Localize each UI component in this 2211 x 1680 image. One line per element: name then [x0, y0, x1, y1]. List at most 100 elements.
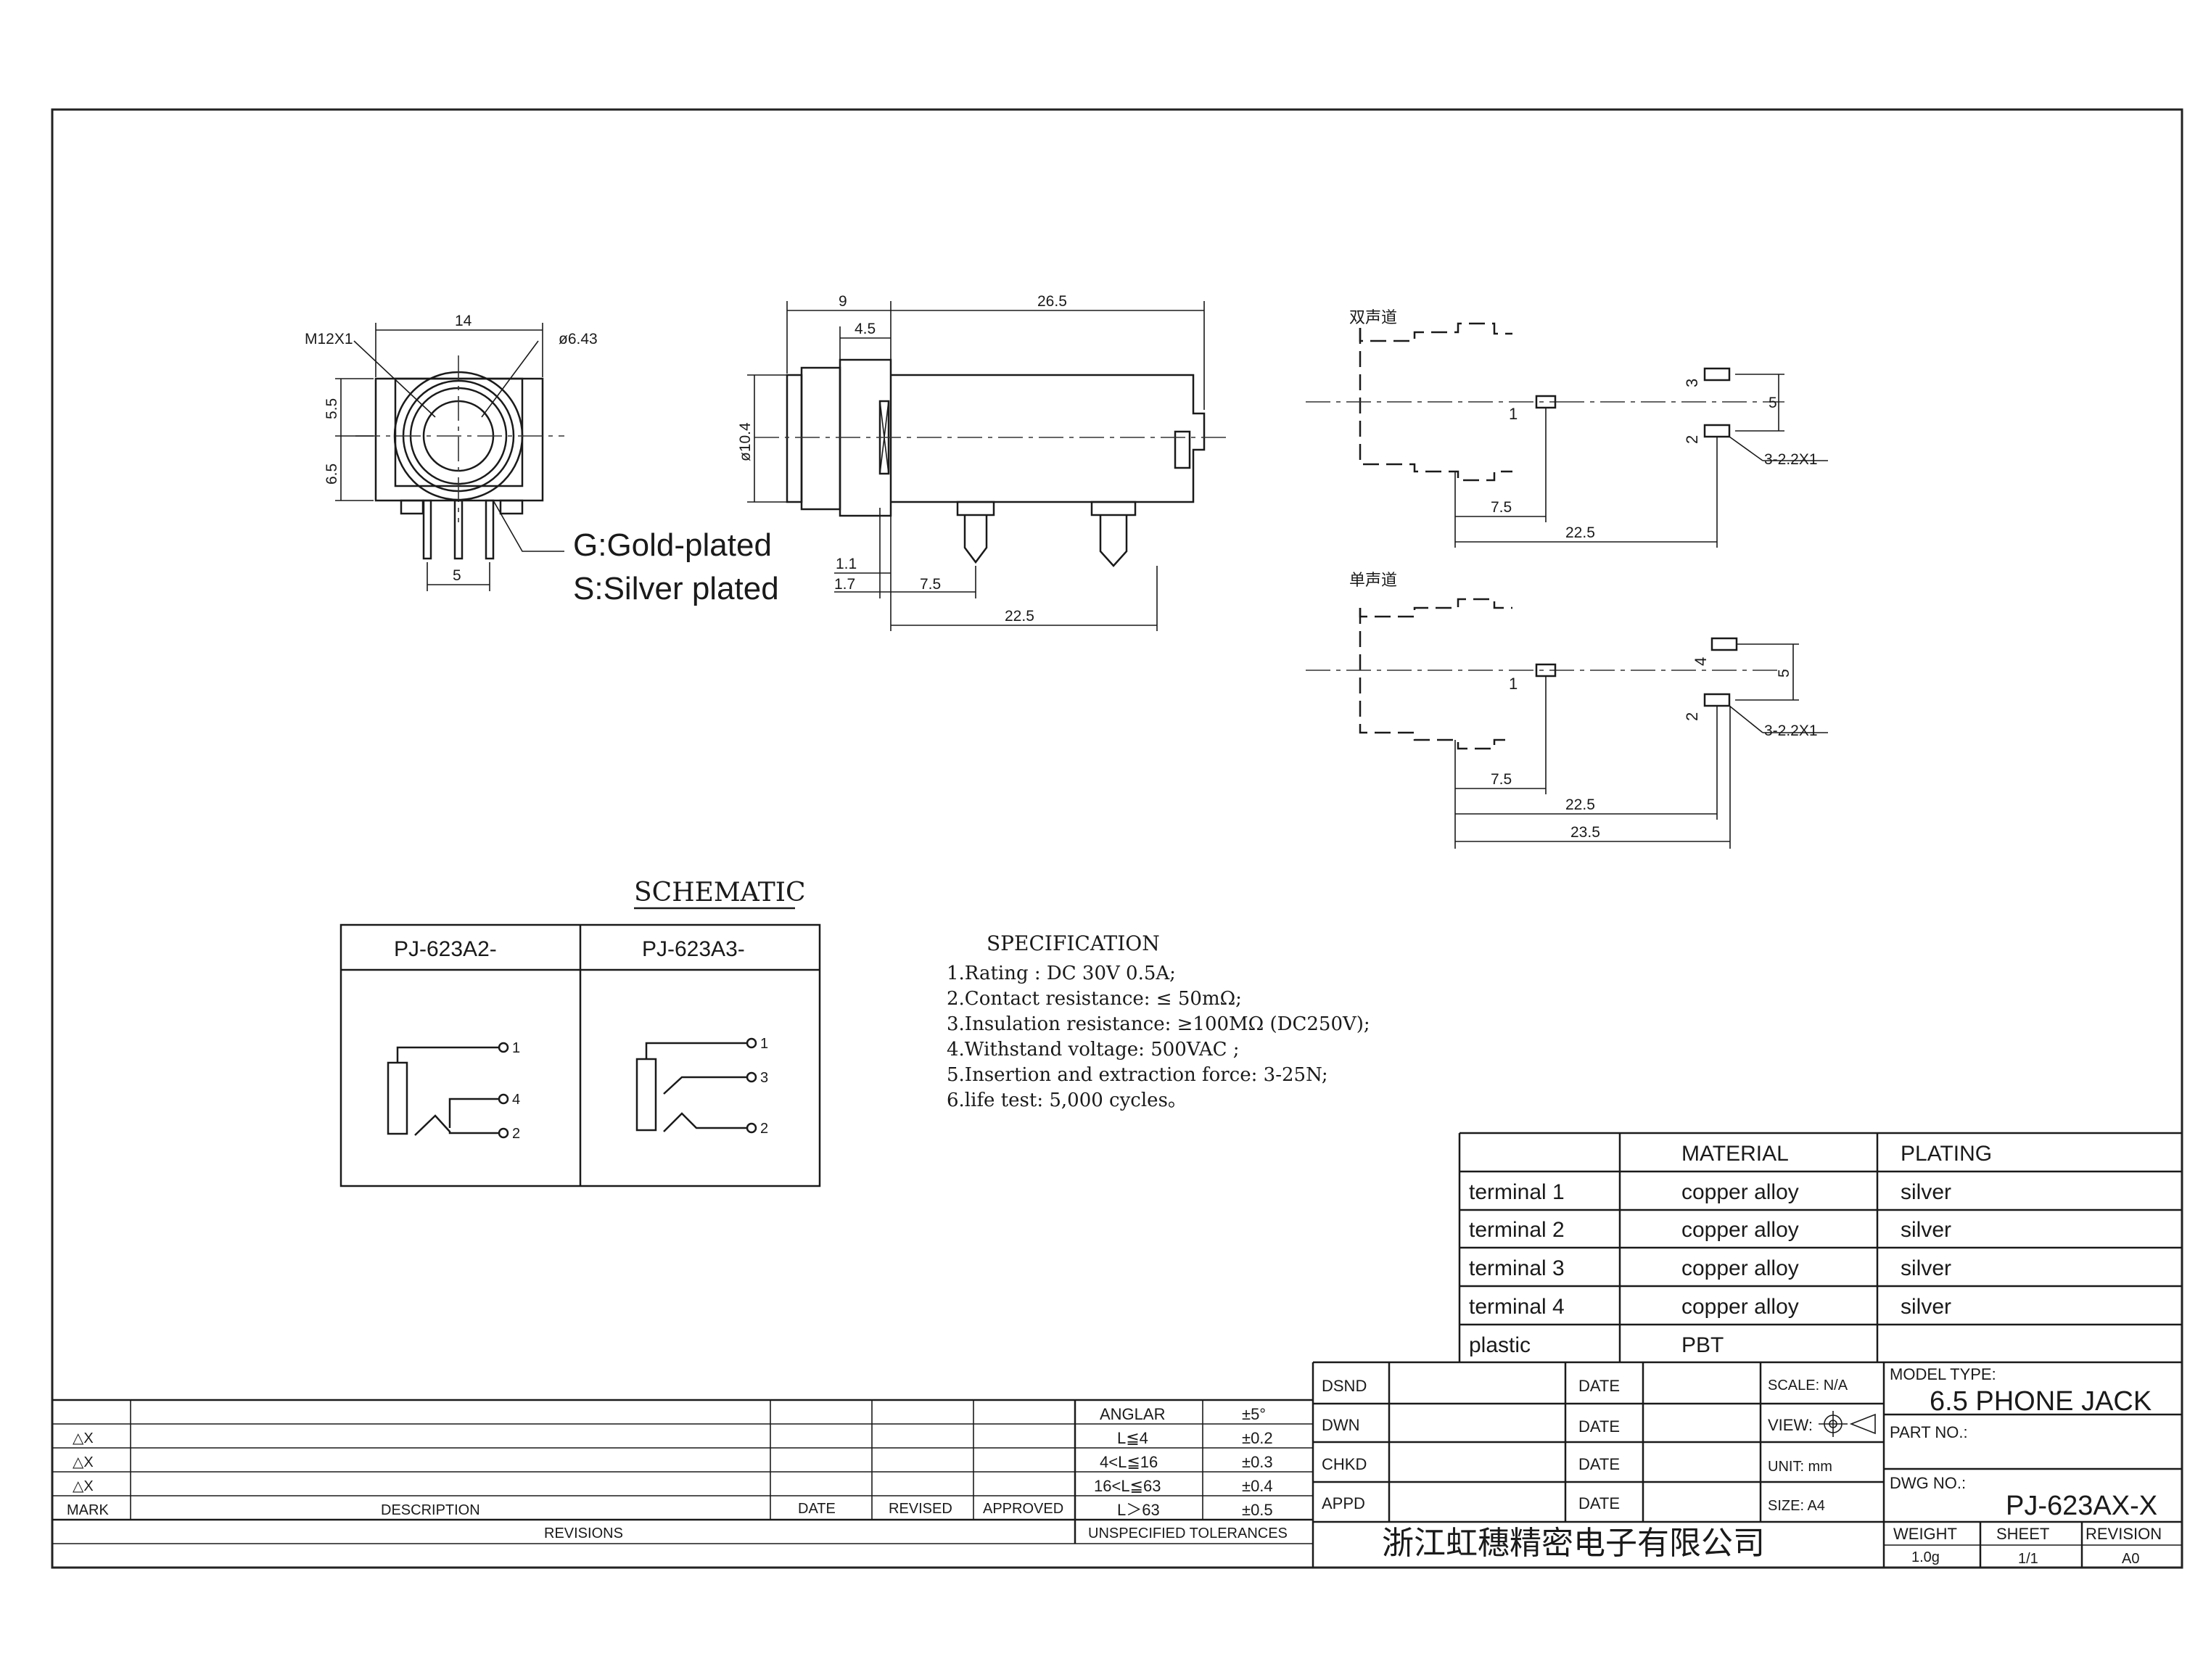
sheet-border: [51, 108, 2183, 1569]
mat-row1-material: copper alloy: [1681, 1180, 1799, 1204]
mat-row4-plating: silver: [1901, 1295, 1951, 1319]
mono-title: 单声道: [1349, 571, 1397, 589]
side-dim-26-5: 26.5: [1037, 293, 1067, 310]
tb-sheet-label: SHEET: [1996, 1525, 2049, 1543]
tol-row2-value: ±0.2: [1242, 1429, 1273, 1447]
tol-row2-range: L≦4: [1117, 1429, 1148, 1447]
tb-weight-label: WEIGHT: [1893, 1525, 1957, 1543]
front-thread-label: M12X1: [305, 331, 353, 347]
tb-revision: A0: [2122, 1551, 2139, 1567]
tb-model-type: 6.5 PHONE JACK: [1930, 1386, 2152, 1417]
side-dim-dia: ø10.4: [737, 422, 754, 461]
tb-chkd: CHKD: [1322, 1455, 1367, 1473]
spec-line-5: 5.Insertion and extraction force: 3-25N;: [947, 1064, 1328, 1086]
tb-dwn: DWN: [1322, 1416, 1360, 1434]
side-dim-22-5: 22.5: [1005, 608, 1034, 625]
tb-company: 浙江虹穗精密电子有限公司: [1382, 1525, 1765, 1561]
rev-revised: REVISED: [889, 1501, 952, 1517]
mat-row3-part: terminal 3: [1469, 1256, 1565, 1280]
rev-row-3: △X: [73, 1478, 94, 1494]
a2-pin1: 1: [512, 1040, 520, 1056]
tb-view: VIEW:: [1768, 1416, 1813, 1434]
stereo-hole-note: 3-2.2X1: [1764, 451, 1818, 468]
rev-footer: REVISIONS: [544, 1525, 623, 1541]
front-view: 14 M12X1 ø6.43 5.5 6.5 5: [305, 313, 598, 591]
tb-dsnd: DSND: [1322, 1377, 1367, 1395]
mat-row4-part: terminal 4: [1469, 1295, 1565, 1319]
mono-dim-22-5: 22.5: [1565, 796, 1595, 813]
schematic-col2: PJ-623A3-: [642, 937, 745, 961]
tol-row1-range: ANGLAR: [1100, 1405, 1165, 1423]
tb-revision-label: REVISION: [2086, 1525, 2162, 1543]
side-dim-1-7: 1.7: [834, 576, 855, 593]
mono-hole-note: 3-2.2X1: [1764, 722, 1818, 739]
side-view: 9 4.5 26.5 ø10.4 1.1 1.7 7.5 22.5: [737, 293, 1226, 631]
front-diameter-label: ø6.43: [559, 331, 598, 347]
mono-pitch: 5: [1776, 669, 1792, 678]
tb-date-2: DATE: [1578, 1417, 1620, 1436]
footprint-stereo: 双声道 1 3 2 5 3-2.2X1 7.5 22.5: [1306, 308, 1828, 548]
plating-header: PLATING: [1901, 1142, 1992, 1166]
a3-pin2: 2: [760, 1121, 768, 1137]
stereo-dim-7-5: 7.5: [1491, 499, 1512, 516]
schematic-title: SCHEMATIC: [634, 878, 806, 907]
a2-pin2: 2: [512, 1126, 520, 1142]
rev-row-2: △X: [73, 1454, 94, 1470]
material-header: MATERIAL: [1681, 1142, 1789, 1166]
tol-row5-value: ±0.5: [1242, 1501, 1273, 1519]
mono-dim-23-5: 23.5: [1570, 824, 1600, 841]
tb-date-1: DATE: [1578, 1377, 1620, 1395]
tb-date-4: DATE: [1578, 1494, 1620, 1512]
spec-line-6: 6.life test: 5,000 cycles。: [947, 1090, 1187, 1111]
tb-dwg-no-label: DWG NO.:: [1890, 1474, 1966, 1492]
mat-row3-plating: silver: [1901, 1256, 1951, 1280]
tb-model-type-label: MODEL TYPE:: [1890, 1365, 1996, 1383]
mat-row2-part: terminal 2: [1469, 1218, 1565, 1242]
mono-dim-7-5: 7.5: [1491, 771, 1512, 788]
stereo-pin2: 2: [1683, 435, 1701, 444]
rev-date: DATE: [798, 1501, 836, 1517]
rev-row-1: △X: [73, 1430, 94, 1446]
spec-line-3: 3.Insulation resistance: ≥100MΩ (DC250V)…: [947, 1013, 1370, 1035]
tol-footer: UNSPECIFIED TOLERANCES: [1088, 1525, 1288, 1541]
front-pin-pitch: 5: [453, 567, 461, 584]
spec-line-2: 2.Contact resistance: ≤ 50mΩ;: [947, 988, 1242, 1010]
a3-pin3: 3: [760, 1070, 768, 1086]
stereo-dim-22-5: 22.5: [1565, 524, 1595, 541]
rev-mark: MARK: [67, 1502, 109, 1518]
front-width-label: 14: [455, 313, 472, 329]
material-table: MATERIAL PLATING terminal 1 copper alloy…: [1458, 1132, 2182, 1362]
revisions-block: △X △X △X MARK DESCRIPTION DATE REVISED A…: [52, 1399, 1313, 1544]
a2-pin4: 4: [512, 1092, 520, 1108]
spec-title: SPECIFICATION: [987, 931, 1160, 955]
stereo-pin3: 3: [1683, 379, 1701, 387]
tol-row1-value: ±5°: [1242, 1405, 1266, 1423]
tol-row3-range: 4<L≦16: [1100, 1453, 1158, 1471]
side-dim-7-5: 7.5: [920, 576, 941, 593]
spec-line-1: 1.Rating : DC 30V 0.5A;: [947, 963, 1176, 984]
mono-pin1: 1: [1509, 675, 1518, 693]
mono-pin4: 4: [1692, 657, 1710, 666]
side-dim-1-1: 1.1: [836, 556, 857, 572]
projection-symbol-icon: [1819, 1411, 1876, 1437]
tb-weight: 1.0g: [1911, 1549, 1940, 1565]
tb-date-3: DATE: [1578, 1455, 1620, 1473]
front-height-top: 5.5: [324, 398, 340, 419]
tb-part-no-label: PART NO.:: [1890, 1423, 1968, 1441]
plating-note-gold: G:Gold-plated: [573, 527, 772, 563]
rev-description: DESCRIPTION: [381, 1502, 480, 1518]
title-block: DSND DWN CHKD APPD DATE DATE DATE DATE S…: [1312, 1361, 2182, 1568]
stereo-pin1: 1: [1509, 405, 1518, 423]
mat-row3-material: copper alloy: [1681, 1256, 1799, 1280]
tol-row4-range: 16<L≦63: [1094, 1477, 1161, 1495]
mat-row5-material: PBT: [1681, 1333, 1724, 1357]
a3-pin1: 1: [760, 1036, 768, 1052]
schematic: SCHEMATIC PJ-623A2- PJ-623A3- 1 4 2 1 3 …: [339, 878, 821, 1187]
rev-approved: APPROVED: [983, 1501, 1063, 1517]
mat-row1-plating: silver: [1901, 1180, 1951, 1204]
mat-row2-plating: silver: [1901, 1218, 1951, 1242]
stereo-pitch: 5: [1769, 395, 1777, 411]
tol-row3-value: ±0.3: [1242, 1453, 1273, 1471]
mat-row1-part: terminal 1: [1469, 1180, 1565, 1204]
side-dim-4-5: 4.5: [855, 321, 876, 337]
